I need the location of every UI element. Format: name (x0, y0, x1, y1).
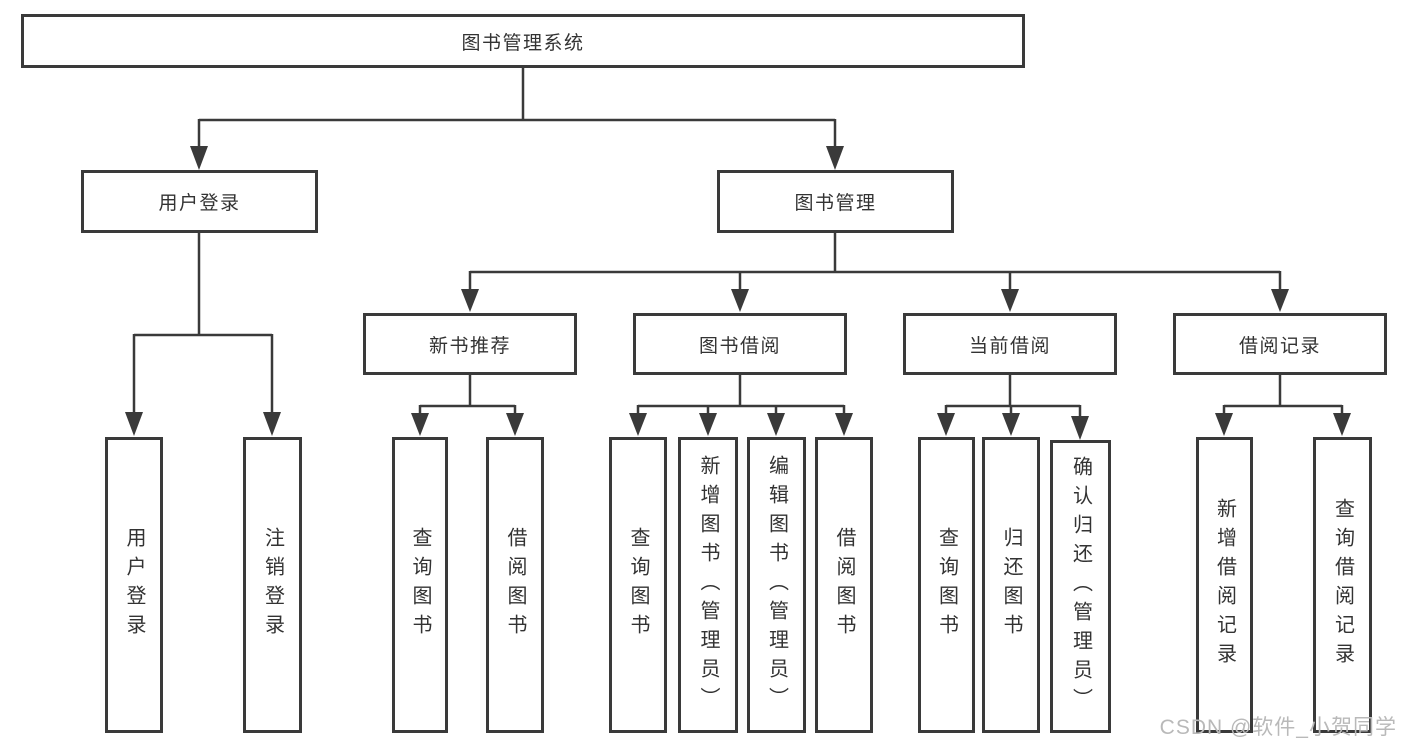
node-borrow-records-label: 借阅记录 (1238, 335, 1321, 357)
node-current-borrow: 当前借阅 (903, 313, 1117, 375)
arrow-down-icon (1002, 413, 1020, 436)
leaf-logout: 注销登录 (243, 437, 302, 733)
node-new-book-recommend-label: 新书推荐 (428, 335, 511, 357)
node-new-book-recommend: 新书推荐 (363, 313, 577, 375)
leaf-user-login-label: 用户登录 (123, 527, 145, 643)
arrow-down-icon (767, 413, 785, 436)
leaf-borrow-books: 借阅图书 (815, 437, 873, 733)
arrow-down-icon (937, 413, 955, 436)
arrow-down-icon (699, 413, 717, 436)
arrow-down-icon (461, 289, 479, 312)
arrow-down-icon (125, 412, 143, 436)
node-book-borrow: 图书借阅 (633, 313, 847, 375)
arrow-down-icon (826, 146, 844, 170)
leaf-borrow-books-label: 借阅图书 (833, 527, 855, 643)
leaf-add-borrow-record: 新增借阅记录 (1196, 437, 1253, 733)
node-root: 图书管理系统 (21, 14, 1025, 68)
leaf-edit-book-admin-label: 编辑图书（管理员） (765, 454, 788, 716)
node-user-login-label: 用户登录 (158, 193, 241, 214)
leaf-query-books-current: 查询图书 (918, 437, 975, 733)
leaf-query-books-current-label: 查询图书 (935, 527, 958, 643)
leaf-confirm-return-admin: 确认归还（管理员） (1050, 440, 1111, 733)
leaf-query-books-borrow-label: 查询图书 (627, 527, 649, 643)
arrow-down-icon (506, 413, 524, 436)
node-book-management-label: 图书管理 (794, 193, 877, 214)
arrow-down-icon (190, 146, 208, 170)
arrow-down-icon (731, 289, 749, 312)
leaf-query-books-borrow: 查询图书 (609, 437, 667, 733)
leaf-query-books-recommend: 查询图书 (392, 437, 448, 733)
arrow-down-icon (1271, 289, 1289, 312)
leaf-confirm-return-admin-label: 确认归还（管理员） (1069, 456, 1092, 717)
node-borrow-records: 借阅记录 (1173, 313, 1387, 375)
node-book-borrow-label: 图书借阅 (698, 335, 781, 357)
arrow-down-icon (1071, 416, 1089, 440)
leaf-query-borrow-record-label: 查询借阅记录 (1331, 498, 1354, 672)
leaf-add-book-admin-label: 新增图书（管理员） (697, 454, 719, 716)
arrow-down-icon (835, 413, 853, 436)
leaf-logout-label: 注销登录 (261, 527, 284, 643)
node-user-login: 用户登录 (81, 170, 318, 233)
arrow-down-icon (1333, 413, 1351, 436)
node-root-label: 图书管理系统 (461, 32, 585, 54)
arrow-down-icon (1001, 289, 1019, 312)
leaf-return-book: 归还图书 (982, 437, 1040, 733)
leaf-edit-book-admin: 编辑图书（管理员） (747, 437, 806, 733)
node-book-management: 图书管理 (717, 170, 954, 233)
node-current-borrow-label: 当前借阅 (968, 335, 1051, 357)
leaf-borrow-books-recommend: 借阅图书 (486, 437, 544, 733)
leaf-query-borrow-record: 查询借阅记录 (1313, 437, 1372, 733)
leaf-user-login: 用户登录 (105, 437, 163, 733)
arrow-down-icon (411, 413, 429, 436)
arrow-down-icon (263, 412, 281, 436)
leaf-return-book-label: 归还图书 (1000, 527, 1022, 643)
leaf-borrow-books-recommend-label: 借阅图书 (504, 527, 526, 643)
arrow-down-icon (1215, 413, 1233, 436)
leaf-add-book-admin: 新增图书（管理员） (678, 437, 738, 733)
arrow-down-icon (629, 413, 647, 436)
leaf-query-books-recommend-label: 查询图书 (409, 527, 431, 643)
leaf-add-borrow-record-label: 新增借阅记录 (1213, 498, 1236, 672)
